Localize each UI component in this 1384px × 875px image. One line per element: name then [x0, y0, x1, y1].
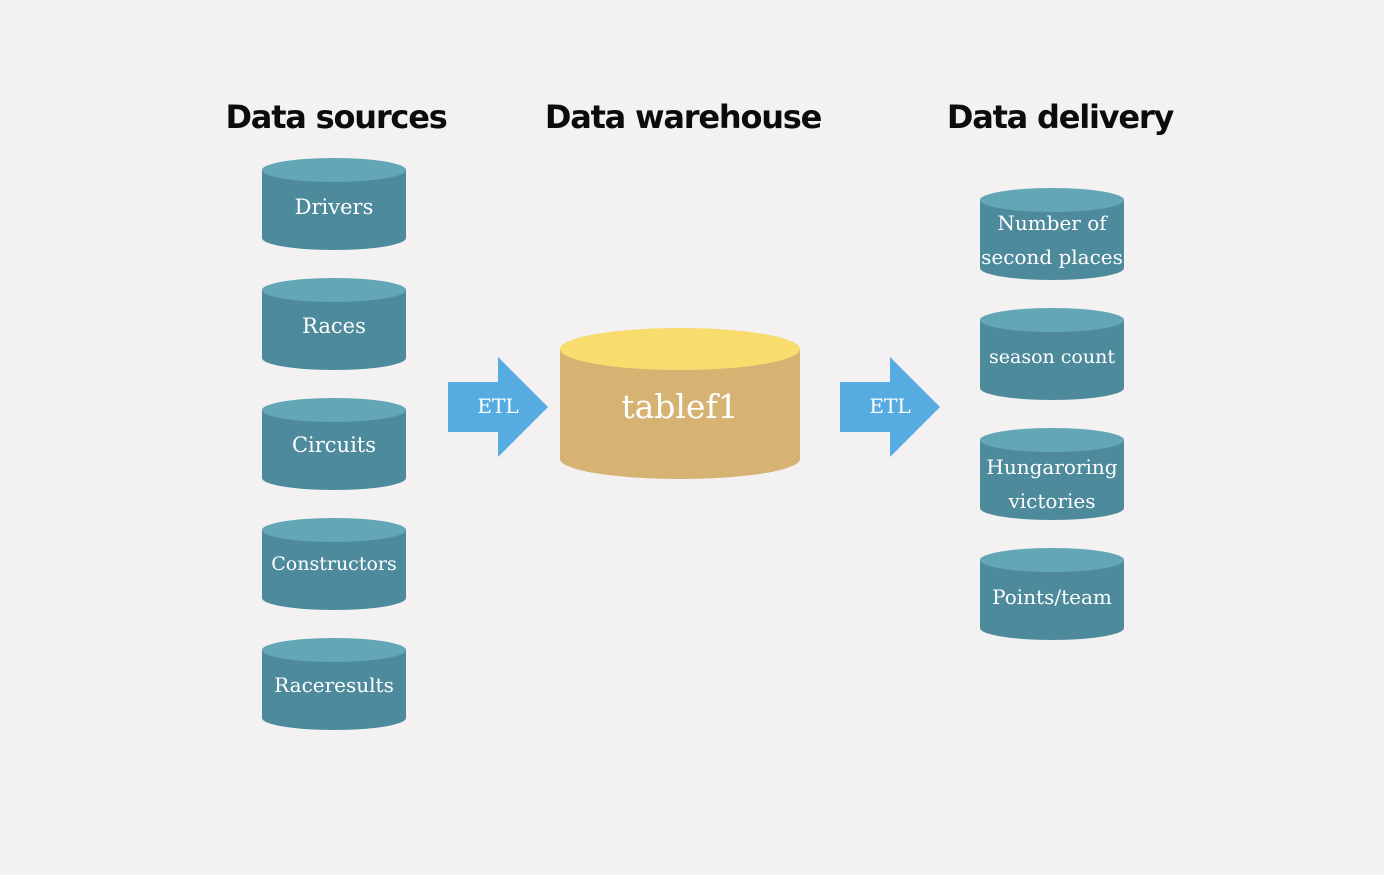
source-cylinder-raceresults: Raceresults: [262, 638, 406, 730]
delivery-label-line: second places: [981, 245, 1123, 269]
delivery-cylinder-points-team: Points/team: [980, 548, 1124, 640]
database-cylinder-icon: [560, 328, 800, 479]
delivery-label-line: Points/team: [992, 585, 1112, 609]
heading-data-sources: Data sources: [225, 98, 447, 136]
source-label: Constructors: [271, 553, 397, 575]
database-cylinder-icon: [262, 158, 406, 250]
source-cylinder-constructors: Constructors: [262, 518, 406, 610]
delivery-cylinder-hungaroring: Hungaroring victories: [980, 428, 1124, 520]
source-cylinder-drivers: Drivers: [262, 158, 406, 250]
right-arrow-icon: [840, 357, 940, 457]
source-label: Circuits: [291, 433, 377, 457]
etl-arrow-out: ETL: [840, 357, 940, 457]
warehouse-cylinder: tablef1: [560, 327, 800, 479]
delivery-cylinder-season-count: season count: [980, 308, 1124, 400]
source-label: Drivers: [294, 195, 374, 219]
warehouse-label: tablef1: [621, 387, 739, 426]
source-cylinder-circuits: Circuits: [262, 398, 406, 490]
delivery-label-line: Hungaroring: [986, 455, 1118, 479]
database-cylinder-icon: [980, 308, 1124, 400]
delivery-label-line: victories: [1008, 489, 1096, 513]
etl-arrow-in: ETL: [448, 357, 548, 457]
source-cylinder-races: Races: [262, 278, 406, 370]
heading-data-delivery: Data delivery: [946, 98, 1175, 136]
delivery-label-line: season count: [989, 346, 1115, 368]
source-label: Raceresults: [274, 673, 394, 697]
database-cylinder-icon: [262, 638, 406, 730]
database-cylinder-icon: [980, 548, 1124, 640]
source-label: Races: [302, 314, 366, 338]
database-cylinder-icon: [262, 278, 406, 370]
database-cylinder-icon: [980, 428, 1124, 520]
database-cylinder-icon: [262, 518, 406, 610]
database-cylinder-icon: [980, 188, 1124, 280]
delivery-label-line: Number of: [997, 211, 1107, 235]
etl-label: ETL: [869, 394, 911, 418]
delivery-cylinder-second-places: Number of second places: [980, 188, 1124, 280]
database-cylinder-icon: [262, 398, 406, 490]
right-arrow-icon: [448, 357, 548, 457]
heading-data-warehouse: Data warehouse: [544, 98, 823, 136]
etl-label: ETL: [477, 394, 519, 418]
